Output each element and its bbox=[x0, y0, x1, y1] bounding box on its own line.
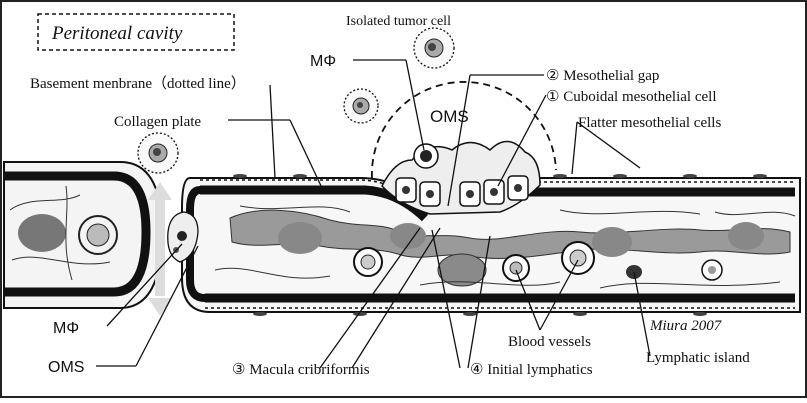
collagen-plate-label: Collagen plate bbox=[114, 114, 201, 130]
artist-signature: Miura 2007 bbox=[649, 318, 723, 334]
macula-cribriformis-label: ③ Macula cribriformis bbox=[232, 362, 370, 378]
macrophage-bottom-label: MΦ bbox=[53, 320, 79, 337]
cuboidal-cell-label: ① Cuboidal mesothelial cell bbox=[546, 89, 717, 105]
blood-vessels-label: Blood vessels bbox=[508, 334, 591, 350]
left-tissue-fold bbox=[4, 162, 162, 308]
lymphatic-island-label: Lymphatic island bbox=[646, 350, 750, 366]
peritoneal-cavity-label: Peritoneal cavity bbox=[51, 23, 183, 44]
initial-lymphatics-label: ④ Initial lymphatics bbox=[470, 362, 593, 378]
macrophage-top-label: MΦ bbox=[310, 53, 336, 70]
mesothelial-gap-label: ② Mesothelial gap bbox=[546, 68, 659, 84]
oms-bottom-label: OMS bbox=[48, 359, 84, 376]
oms-top-label: OMS bbox=[430, 107, 469, 126]
isolated-tumor-cell-label: Isolated tumor cell bbox=[346, 14, 451, 29]
flatter-cells-label: Flatter mesothelial cells bbox=[578, 115, 721, 131]
basement-membrane-label: Basement menbrane（dotted line） bbox=[30, 75, 246, 92]
